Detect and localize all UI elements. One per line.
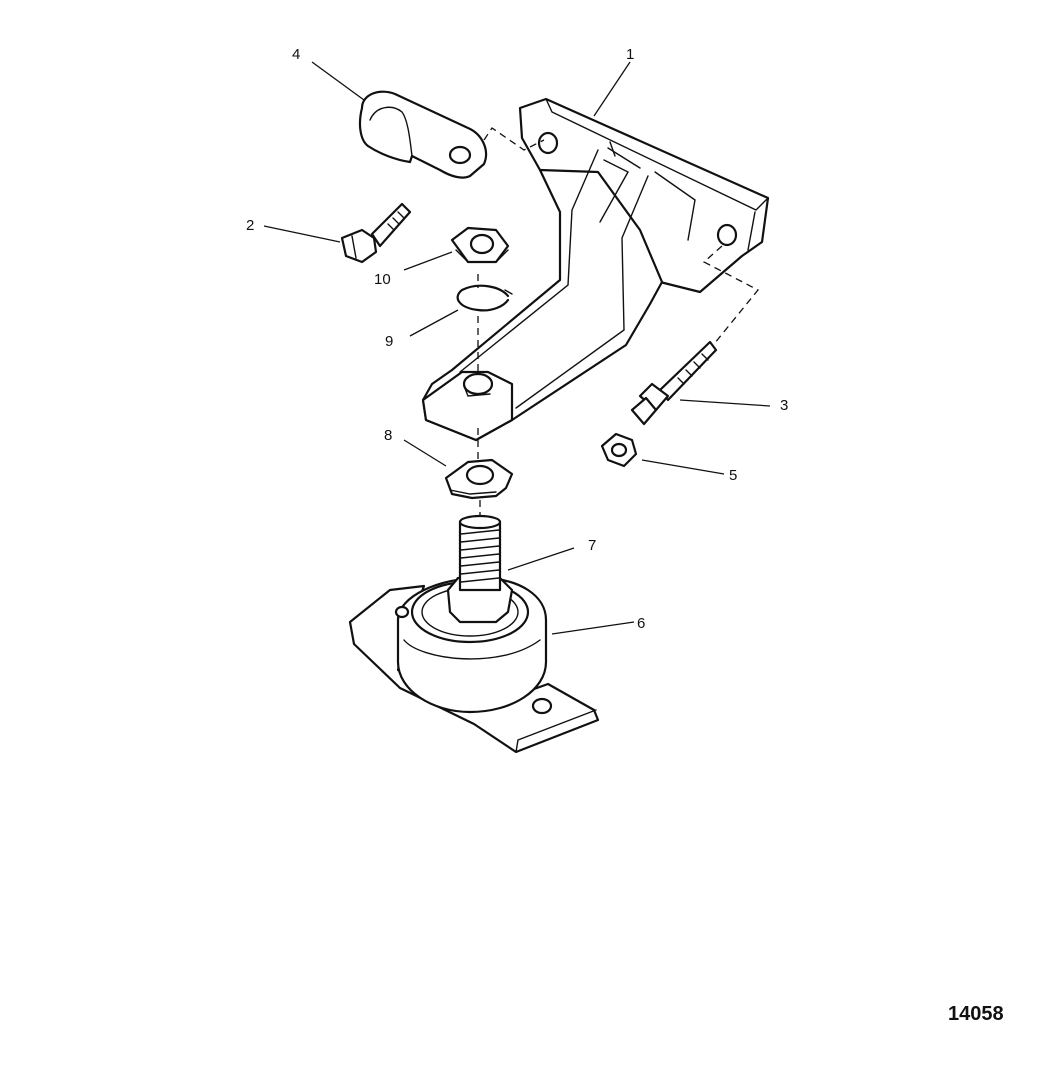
leader-lines <box>263 61 771 635</box>
figure-number: 14058 <box>948 1003 1004 1025</box>
callout-labels: 1 4 2 10 9 8 3 5 7 6 <box>246 46 788 632</box>
part-10-hex-nut <box>450 226 510 264</box>
callout-6: 6 <box>637 615 645 632</box>
part-9-snap-ring <box>456 284 513 312</box>
callout-2: 4 <box>292 46 300 63</box>
callout-5: 5 <box>729 467 737 484</box>
part-8-tab-washer <box>444 458 514 500</box>
callout-2-label: 2 <box>246 217 254 234</box>
callout-3: 3 <box>780 397 788 414</box>
part-2-hex-bolt <box>340 202 412 264</box>
callout-1: 1 <box>626 46 634 63</box>
callout-9: 9 <box>385 333 393 350</box>
part-4-p-clamp <box>358 90 488 179</box>
part-1-mounting-bracket <box>421 97 770 442</box>
part-5-nut <box>600 432 638 468</box>
callout-7: 7 <box>588 537 596 554</box>
callout-8: 8 <box>384 427 392 444</box>
part-7-threaded-stud <box>446 514 514 624</box>
part-3-stud-bolt <box>630 340 718 426</box>
callout-10: 10 <box>374 271 391 288</box>
assembly-lines <box>477 127 760 516</box>
